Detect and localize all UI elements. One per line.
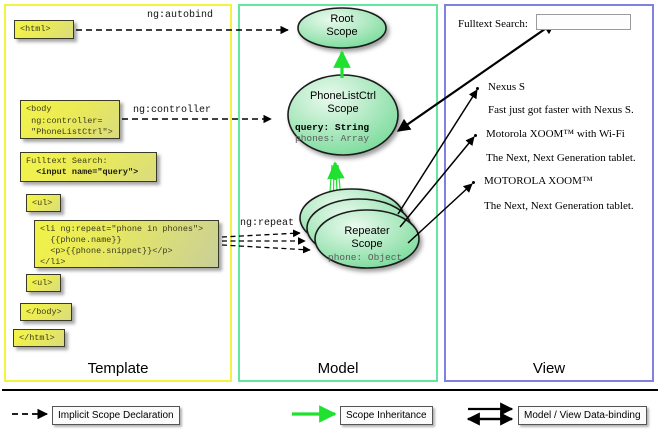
phonelistctrl-scope-line1: PhoneListCtrl <box>309 90 377 102</box>
panel-template <box>4 4 232 382</box>
html-close-tag-text: </html> <box>19 333 55 343</box>
phonelistctrl-scope-line2: Scope <box>327 103 359 115</box>
view-search-label: Fulltext Search: <box>458 18 528 30</box>
view-bullet-2 <box>474 134 477 137</box>
html-open-tag-box: <html> <box>14 20 74 39</box>
body-controller-box: <body ng:controller= "PhoneListCtrl"> <box>20 100 120 139</box>
view-search-input[interactable] <box>536 14 631 30</box>
view-item-snippet-2: The Next, Next Generation tablet. <box>486 152 636 164</box>
li-repeat-line1: <li ng:repeat="phone in phones"> <box>40 224 204 234</box>
li-repeat-line4: </li> <box>40 257 66 267</box>
panel-label-template: Template <box>87 360 149 377</box>
view-item-title-1: Nexus S <box>488 81 525 93</box>
root-scope-line1: Root <box>330 13 354 25</box>
view-item-snippet-1: Fast just got faster with Nexus S. <box>488 104 634 116</box>
view-item-title-2: Motorola XOOM™ with Wi-Fi <box>486 128 625 140</box>
edge-label-controller: ng:controller <box>133 105 212 116</box>
fulltext-search-input-tag: <input name="query"> <box>26 167 139 177</box>
edge-label-autobind: ng:autobind <box>147 10 214 21</box>
legend-item-model-view-data-binding: Model / View Data-binding <box>518 406 647 425</box>
fulltext-search-label-text: Fulltext Search: <box>26 156 108 166</box>
legend-divider <box>2 389 658 391</box>
ul-close-tag-box: <ul> <box>26 274 61 292</box>
phonelistctrl-prop-phones: phones: Array <box>295 133 370 144</box>
ul-open-tag-box: <ul> <box>26 194 61 212</box>
body-tag-line2: ng:controller= <box>26 115 103 126</box>
phonelistctrl-prop-query: query: String <box>295 122 370 133</box>
li-repeat-box: <li ng:repeat="phone in phones"> {{phone… <box>34 220 219 268</box>
panel-label-model: Model <box>317 360 359 377</box>
body-close-tag-box: </body> <box>20 303 72 321</box>
body-tag-line3: "PhoneListCtrl"> <box>26 127 113 137</box>
legend-item-implicit-scope-declaration: Implicit Scope Declaration <box>52 406 180 425</box>
repeater-scope-props: phone: Object <box>328 252 402 263</box>
legend-item-scope-inheritance: Scope Inheritance <box>340 406 433 425</box>
li-repeat-line2: {{phone.name}} <box>40 235 122 245</box>
body-close-tag-text: </body> <box>26 307 62 317</box>
li-repeat-line3: <p>{{phone.snippet}}</p> <box>40 246 173 256</box>
panel-label-view: View <box>532 360 566 377</box>
root-scope-line2: Scope <box>326 26 358 38</box>
view-bullet-1 <box>476 87 479 90</box>
ul-open-tag-text: <ul> <box>32 198 53 208</box>
html-close-tag-box: </html> <box>13 329 65 347</box>
fulltext-search-box: Fulltext Search: <input name="query"> <box>20 152 157 182</box>
ul-close-tag-text: <ul> <box>32 278 53 288</box>
panel-model <box>238 4 438 382</box>
view-item-snippet-3: The Next, Next Generation tablet. <box>484 200 634 212</box>
panel-view <box>444 4 654 382</box>
html-open-tag-text: <html> <box>20 24 51 34</box>
edge-label-repeat: ng:repeat <box>240 218 295 229</box>
repeater-prop-phone: phone: Object <box>328 252 403 263</box>
view-bullet-3 <box>472 181 475 184</box>
body-tag-line1: <body <box>26 104 52 114</box>
view-item-title-3: MOTOROLA XOOM™ <box>484 175 593 187</box>
repeater-scope-line2: Scope <box>351 238 383 250</box>
repeater-scope-line1: Repeater <box>344 225 390 237</box>
